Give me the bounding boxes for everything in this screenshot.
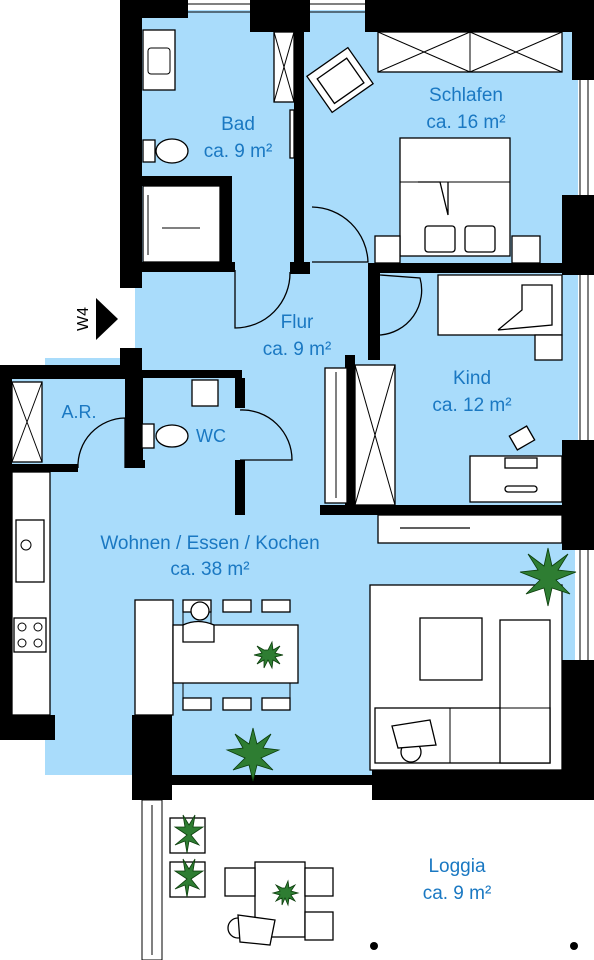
tv-sideboard: [377, 514, 563, 544]
coffee-table: [419, 617, 483, 681]
kitchen-island: [134, 599, 174, 716]
doors: [77, 206, 423, 469]
room-area-bad: ca. 9 m²: [204, 141, 273, 162]
post-2: [570, 942, 578, 950]
room-area-loggia: ca. 9 m²: [423, 883, 492, 904]
floor-flur: [135, 262, 380, 358]
toilet-wc: [155, 424, 189, 448]
armchair-schlafen: [305, 46, 375, 114]
plant-loggia-table: [271, 879, 300, 907]
room-area-flur: ca. 9 m²: [263, 339, 332, 360]
bad-fixtures: [142, 29, 295, 263]
kitchen: [11, 471, 174, 716]
room-name-kind: Kind: [453, 368, 491, 389]
plant-living: [519, 547, 577, 607]
kitchen-counter: [11, 471, 51, 716]
loggia: [141, 799, 578, 960]
kitchen-stove: [13, 617, 47, 653]
plant-table: [253, 640, 284, 670]
entrance-arrow-icon: [96, 298, 118, 340]
unit-marker-label: W4: [75, 307, 92, 331]
ar-wc-fixtures: [11, 379, 219, 463]
room-name-bad: Bad: [221, 114, 255, 135]
kitchen-sink: [15, 519, 45, 583]
person-sofa: [391, 719, 437, 763]
room-area-wohnen: ca. 38 m²: [170, 559, 249, 580]
wc-basin: [191, 379, 219, 407]
room-name-ar: A.R.: [61, 402, 96, 422]
plant-dining-floor: [225, 727, 281, 782]
nightstand-right: [511, 235, 541, 264]
room-name-wc: WC: [196, 426, 226, 446]
room-name-flur: Flur: [281, 312, 314, 333]
room-name-loggia: Loggia: [428, 856, 485, 877]
dining: [172, 599, 299, 711]
person-dining: [182, 601, 215, 643]
room-labels: Bad ca. 9 m² Schlafen ca. 16 m² Flur ca.…: [61, 85, 511, 904]
unit-marker: W4: [75, 298, 118, 340]
room-name-wohnen: Wohnen / Essen / Kochen: [100, 533, 319, 554]
nightstand-left: [374, 235, 401, 264]
living-area: [225, 547, 577, 782]
room-name-schlafen: Schlafen: [429, 85, 503, 106]
toilet-bad: [155, 138, 189, 164]
person-loggia: [227, 914, 276, 946]
kind-furniture: [324, 274, 563, 544]
walls: [0, 0, 594, 800]
room-area-kind: ca. 12 m²: [432, 395, 511, 416]
shower: [142, 185, 221, 263]
schlafen-furniture: [305, 31, 563, 264]
windows: [188, 3, 589, 660]
post-1: [370, 942, 378, 950]
room-area-schlafen: ca. 16 m²: [426, 112, 505, 133]
